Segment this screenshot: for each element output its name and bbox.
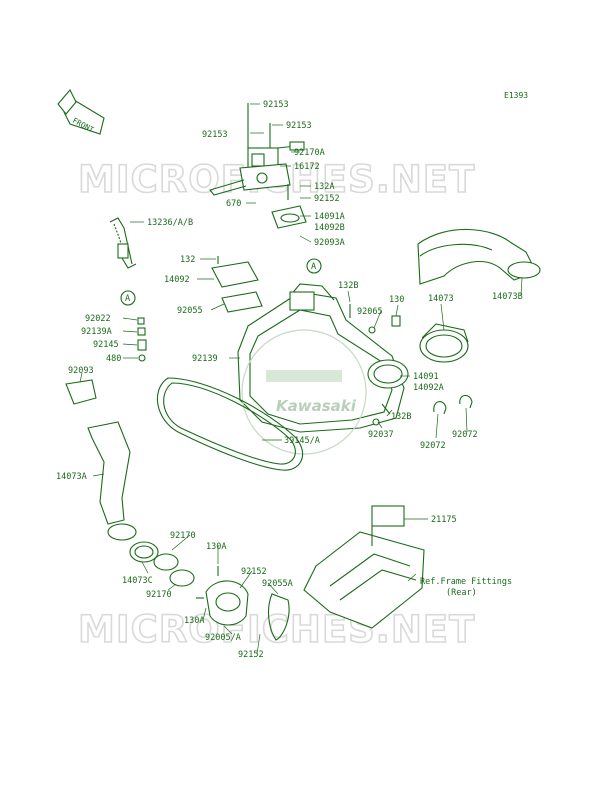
part-label: 132B [391,412,411,422]
part-label: 92055A [262,579,293,589]
duct-14073 [417,228,541,285]
watermark-bottom: MICROFICHES.NET [78,608,475,651]
duct-14073a [65,379,137,541]
leader-lines [79,103,523,655]
gasket-92055a [267,593,290,641]
part-label: 132 [180,255,195,265]
cvt-cover [237,283,409,433]
part-label: 92055 [177,306,203,316]
brand-logo-text: Kawasaki [276,397,357,415]
cover-plate-14092 [211,256,263,313]
bolts-right [349,304,401,426]
drive-belt [156,377,304,471]
svg-text:A: A [125,294,130,304]
part-label: 130 [389,295,404,305]
hardware-left [137,317,147,362]
part-label: 92170A [294,148,325,158]
reference-note-line1: Ref.Frame Fittings [420,577,512,587]
part-label: 92170 [170,531,196,541]
part-label: 480 [106,354,121,364]
part-label: 92093 [68,366,94,376]
part-label: 130A [184,616,204,626]
part-label: 16172 [294,162,320,172]
part-label: 21175 [431,515,457,525]
svg-text:A: A [311,262,316,272]
ref-marker-a-left: A [120,290,136,306]
part-label: 92152 [238,650,264,660]
part-label: 92139 [192,354,218,364]
reference-note-line2: (Rear) [446,588,477,598]
part-label: 92152 [241,567,267,577]
part-label: 92152 [314,194,340,204]
part-label: 92072 [452,430,478,440]
part-label: 92072 [420,441,446,451]
kawasaki-logo: Kawasaki [241,329,367,455]
part-label: 92145 [93,340,119,350]
front-arrow-icon: FRONT [57,89,105,135]
part-label: 92037 [368,430,394,440]
actuator-assembly [209,103,307,229]
part-label: 14073B [492,292,523,302]
part-label: 14073A [56,472,87,482]
part-label: 92139A [81,327,112,337]
part-label: 39145/A [284,436,320,446]
frame-bracket [303,505,425,629]
part-label: 92153 [202,130,228,140]
part-label: 92065 [357,307,383,317]
part-label: 92022 [85,314,111,324]
part-label: 92093A [314,238,345,248]
part-label: 13236/A/B [147,218,193,228]
part-label: 14092 [164,275,190,285]
clamp-band-14073 [419,323,469,363]
part-label: 670 [226,199,241,209]
part-label: 14073 [428,294,454,304]
part-label: 14091A [314,212,345,222]
housing-92005 [196,566,249,626]
part-label: 132A [314,182,334,192]
part-label: 130A [206,542,226,552]
diagram-code: E1393 [504,91,528,100]
cable-13236 [109,217,137,269]
ref-marker-a-top: A [306,258,322,274]
part-label: 132B [338,281,358,291]
clips-92072 [433,394,473,415]
part-label: 92153 [286,121,312,131]
part-label: 14091 [413,372,439,382]
part-labels: 92153 92153 92153 92170A 16172 132A 9215… [56,100,523,660]
part-label: 92005/A [205,633,241,643]
part-label: 92153 [263,100,289,110]
part-label: 92170 [146,590,172,600]
part-label: 14092A [413,383,444,393]
clamps-lower [129,541,195,587]
part-label: 14073C [122,576,153,586]
part-label: 14092B [314,223,345,233]
